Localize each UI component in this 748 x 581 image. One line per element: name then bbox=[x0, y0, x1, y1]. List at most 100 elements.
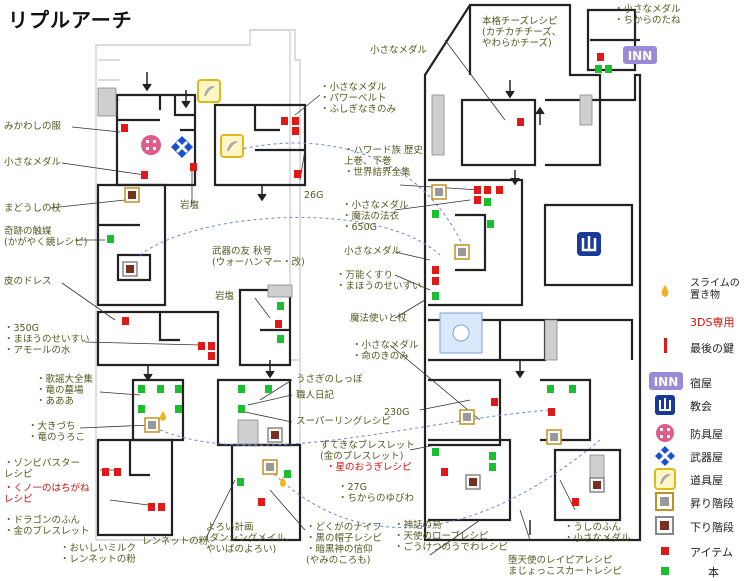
town-outline bbox=[95, 29, 301, 541]
book-marker bbox=[484, 198, 491, 206]
item-shop-icon bbox=[220, 134, 244, 158]
legend-weapon-icon bbox=[655, 446, 675, 466]
legend-item-shop-icon bbox=[654, 468, 676, 490]
item-marker bbox=[597, 53, 604, 61]
stairs-up-icon bbox=[454, 244, 470, 260]
stairs-down-icon bbox=[267, 427, 283, 443]
legend-inn-label: 宿屋 bbox=[690, 377, 712, 390]
entrance-arrows bbox=[142, 72, 545, 535]
label-cheese-recipe: 本格チーズレシピ (カチカチチーズ、 やわらかチーズ) bbox=[482, 16, 562, 49]
label-super-ring: スーパーリングレシピ bbox=[296, 416, 391, 427]
label-small-medal-3: 小さなメダル bbox=[344, 246, 402, 257]
label-350g: ・350G ・まほうのせいすい ・アモールの水 bbox=[4, 323, 90, 356]
book-marker bbox=[157, 385, 164, 393]
book-marker bbox=[277, 302, 284, 310]
book-marker bbox=[138, 405, 145, 413]
item-shop-icon bbox=[197, 79, 221, 103]
item-marker bbox=[474, 186, 481, 194]
stairs-up-icon bbox=[144, 417, 160, 433]
weapon-shop-icon bbox=[171, 136, 193, 158]
label-rennet: レンネットの粉 bbox=[142, 536, 209, 547]
book-marker bbox=[277, 335, 284, 343]
book-marker bbox=[547, 385, 554, 393]
label-armor-plan: よろい計画 (ダンシングメイル、 やいばのよろい) bbox=[206, 522, 296, 555]
label-magic-robe: ・小さなメダル ・魔法の法衣 ・650G bbox=[342, 200, 409, 233]
item-marker bbox=[432, 277, 439, 285]
book-marker bbox=[569, 385, 576, 393]
item-marker bbox=[190, 163, 197, 171]
item-markers bbox=[102, 53, 604, 511]
stairs-up-icon bbox=[431, 184, 447, 200]
book-markers bbox=[107, 65, 612, 486]
left-buildings bbox=[96, 93, 307, 542]
book-marker bbox=[432, 210, 439, 218]
item-marker bbox=[484, 186, 491, 194]
book-marker bbox=[175, 385, 182, 393]
label-kunoichi: ・くノ一のはちがね レシピ bbox=[4, 483, 90, 505]
fountain bbox=[452, 324, 470, 342]
book-marker bbox=[432, 292, 439, 300]
book-marker bbox=[138, 385, 145, 393]
church-icon bbox=[577, 232, 601, 256]
item-marker bbox=[258, 498, 265, 506]
book-marker bbox=[107, 235, 114, 243]
label-27g: ・27G ・ちからのゆびわ bbox=[338, 482, 415, 504]
item-marker bbox=[496, 186, 503, 194]
label-small-medal-2: 小さなメダル bbox=[370, 45, 428, 56]
label-26g: 26G bbox=[304, 190, 324, 201]
label-rabbit-tail: うさぎのしっぽ bbox=[296, 374, 363, 385]
label-rock-salt-2: 岩塩 bbox=[215, 291, 235, 302]
legend-last-key-icon bbox=[664, 338, 667, 353]
item-marker bbox=[294, 170, 301, 178]
stairs-down-icon bbox=[122, 261, 138, 277]
armor-shop-icon bbox=[141, 135, 161, 155]
label-power-belt: ・小さなメダル ・パワーベルト ・ふしぎなきのみ bbox=[320, 82, 397, 115]
legend-item-icon bbox=[661, 547, 669, 555]
legend-item-label: アイテム bbox=[690, 546, 733, 559]
item-marker bbox=[121, 124, 128, 132]
legend-stairs-up-icon bbox=[655, 492, 674, 511]
item-marker bbox=[141, 171, 148, 179]
label-howard-history: ・ハワード族 歴史 上巻、下巻 ・世界結界全集 bbox=[344, 145, 424, 178]
item-marker bbox=[548, 408, 555, 416]
label-big-hammer: ・大きづち ・竜のうろこ bbox=[28, 421, 86, 443]
label-poison-knife: ・どくがのナイフ ・黒の帽子レシピ ・暗黒神の信仰 (やみのころも) bbox=[306, 522, 383, 566]
label-star-fan: ・星のおうぎレシピ bbox=[326, 462, 412, 473]
legend-book-label: 本 bbox=[708, 566, 719, 579]
leader-lines bbox=[49, 39, 576, 556]
book-marker bbox=[605, 65, 612, 73]
legend-item-shop-label: 道具屋 bbox=[690, 474, 723, 487]
item-marker bbox=[432, 266, 439, 274]
legend-graphics: INN bbox=[649, 285, 683, 575]
legend-slime-icon bbox=[661, 285, 669, 297]
label-song-collection: ・歌謡大全集 ・竜の墓場 ・あああ bbox=[36, 374, 94, 407]
legend-stairs-up-label: 昇り階段 bbox=[690, 497, 734, 510]
book-marker bbox=[237, 478, 244, 486]
svg-text:INN: INN bbox=[654, 375, 679, 389]
item-marker bbox=[517, 118, 524, 126]
item-marker bbox=[292, 127, 299, 135]
book-marker bbox=[284, 470, 291, 478]
legend-3ds-label: 3DS専用 bbox=[690, 316, 735, 329]
book-marker bbox=[487, 220, 494, 228]
legend-armor-label: 防具屋 bbox=[690, 428, 723, 441]
legend-armor-icon bbox=[656, 424, 674, 442]
book-marker bbox=[175, 405, 182, 413]
item-marker bbox=[158, 503, 165, 511]
stairs-up-icon bbox=[459, 409, 475, 425]
item-marker bbox=[198, 342, 205, 350]
book-marker bbox=[432, 448, 439, 456]
item-marker bbox=[148, 503, 155, 511]
label-miracle-catalyst: 奇跡の触媒 (かがやく鏡レシピ) bbox=[4, 226, 88, 248]
stair-ramps bbox=[97, 87, 605, 491]
svg-text:INN: INN bbox=[628, 49, 653, 63]
item-marker bbox=[491, 398, 498, 406]
legend-inn-icon: INN bbox=[649, 372, 683, 390]
stair-icons bbox=[122, 184, 605, 493]
item-marker bbox=[292, 117, 299, 125]
label-mikawashi: みかわしの服 bbox=[4, 121, 62, 132]
legend-church-label: 教会 bbox=[690, 400, 712, 413]
label-leather-dress: 皮のドレス bbox=[4, 276, 52, 287]
book-marker bbox=[489, 463, 496, 471]
